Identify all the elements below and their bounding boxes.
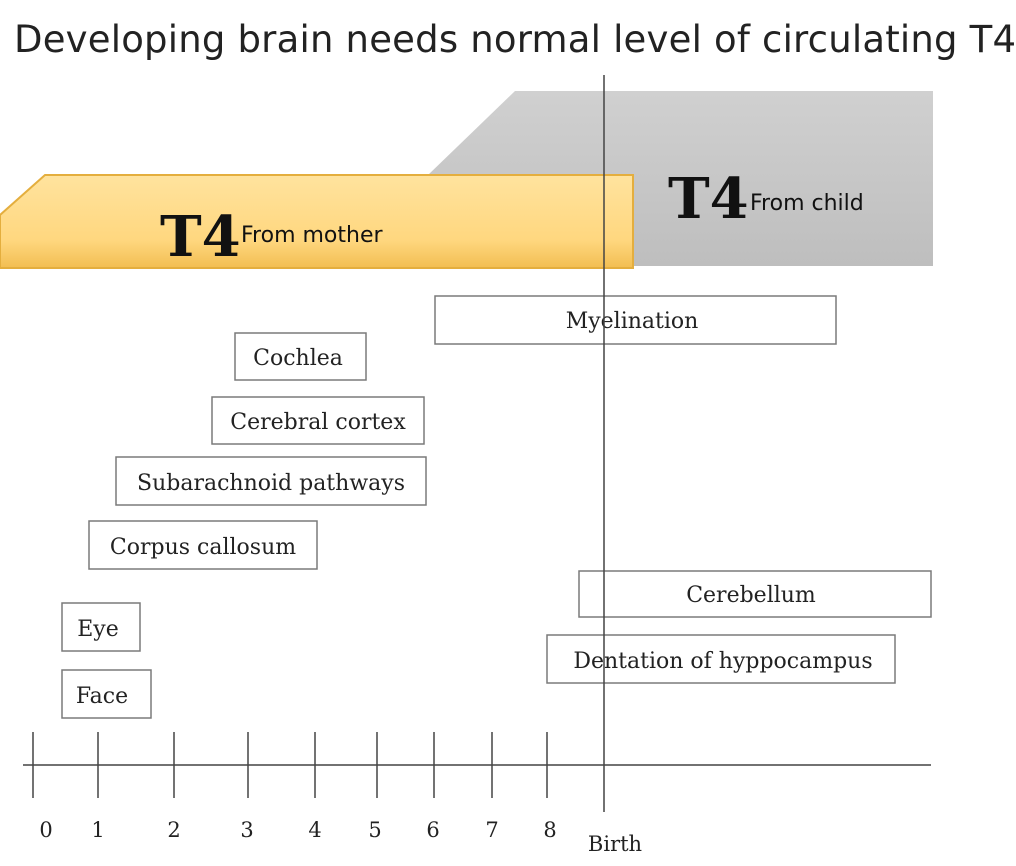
structure-cerebellum: Cerebellum xyxy=(578,570,932,618)
mother-t4-label: T4 xyxy=(160,204,241,270)
axis-tick-label: 7 xyxy=(485,818,498,842)
child-t4-sublabel: From child xyxy=(750,191,864,216)
structure-label: Subarachnoid pathways xyxy=(137,471,405,496)
axis-tick-label: 3 xyxy=(240,818,253,842)
axis-tick-label: 1 xyxy=(91,818,104,842)
birth-label: Birth xyxy=(588,832,642,856)
structure-label: Face xyxy=(76,684,128,709)
structure-label: Cerebellum xyxy=(686,583,816,608)
structure-eye: Eye xyxy=(61,602,141,652)
structure-label: Corpus callosum xyxy=(110,535,296,560)
mother-t4-band xyxy=(0,174,634,269)
structure-cochlea: Cochlea xyxy=(234,332,367,381)
axis-tick-label: 0 xyxy=(39,818,52,842)
structure-label: Dentation of hyppocampus xyxy=(573,649,872,674)
axis-tick-label: 6 xyxy=(426,818,439,842)
axis-tick-label: 5 xyxy=(368,818,381,842)
structure-label: Myelination xyxy=(566,309,699,334)
structure-label: Cochlea xyxy=(253,346,343,371)
structure-face: Face xyxy=(61,669,152,719)
structure-myelination: Myelination xyxy=(434,295,837,345)
structure-label: Cerebral cortex xyxy=(230,410,406,435)
axis-ticks xyxy=(32,732,548,798)
structure-cerebral-cortex: Cerebral cortex xyxy=(211,396,425,445)
mother-t4-sublabel: From mother xyxy=(241,223,383,248)
axis-tick-labels: 0 1 2 3 4 5 6 7 8 Birth xyxy=(39,818,642,856)
child-t4-label: T4 xyxy=(668,166,749,232)
structure-dentation-of-hyppocampus: Dentation of hyppocampus xyxy=(546,634,896,684)
structure-subarachnoid-pathways: Subarachnoid pathways xyxy=(115,456,427,506)
structure-corpus-callosum: Corpus callosum xyxy=(88,520,318,570)
structure-label: Eye xyxy=(77,617,119,642)
axis-tick-label: 8 xyxy=(543,818,556,842)
axis-tick-label: 2 xyxy=(167,818,180,842)
diagram-title: Developing brain needs normal level of c… xyxy=(14,18,1016,61)
axis-tick-label: 4 xyxy=(308,818,321,842)
